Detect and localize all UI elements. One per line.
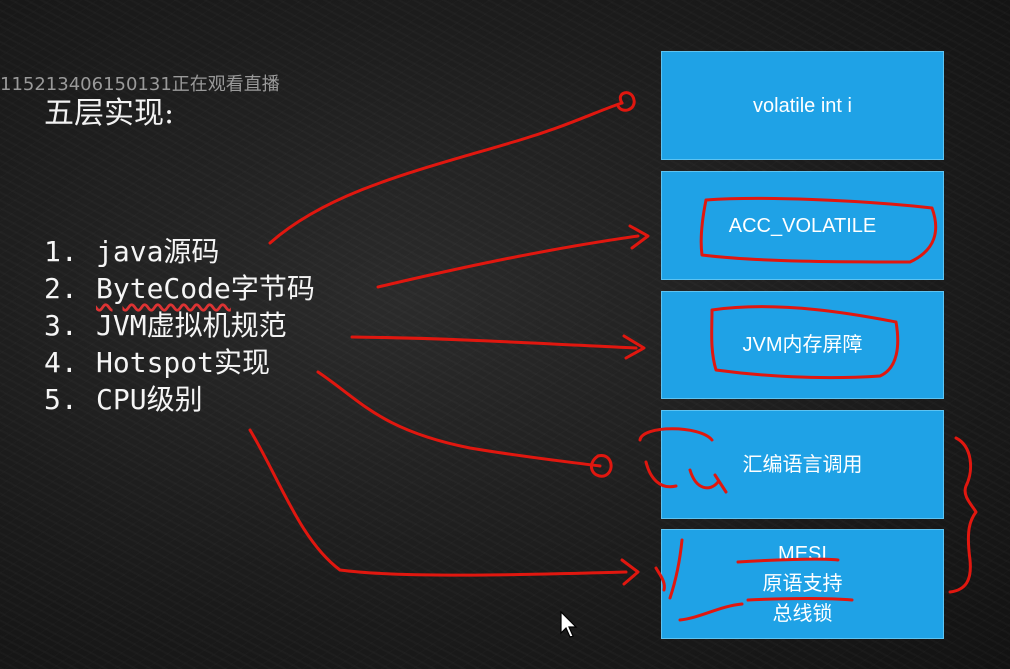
box-text-primitive: 原语支持: [762, 573, 843, 595]
layer-list: 1. java源码 2. ByteCode字节码 3. JVM虚拟机规范 4. Hots…: [44, 233, 315, 418]
slide-title: 五层实现:: [44, 96, 175, 131]
layer-label: 字节码: [230, 272, 315, 305]
layer-number: 5.: [44, 383, 78, 416]
layer-label-spellcheck: ByteCode: [96, 272, 231, 305]
layer-number: 3.: [44, 309, 78, 342]
layer-item-bytecode: 2. ByteCode字节码: [44, 270, 315, 307]
layer-number: 4.: [44, 346, 78, 379]
layer-label: Hotspot实现: [96, 346, 271, 379]
layer-number: 1.: [44, 235, 78, 268]
box-assembly-call: 汇编语言调用: [661, 410, 944, 519]
layer-item-cpu: 5. CPU级别: [44, 381, 315, 418]
live-viewer-watermark: 115213406150131正在观看直播: [0, 74, 280, 95]
box-volatile-int: volatile int i: [661, 51, 944, 160]
box-text-bus-lock: 总线锁: [772, 603, 833, 625]
box-text: JVM内存屏障: [742, 334, 863, 356]
box-text-mesi: MESI: [778, 543, 827, 565]
layer-label: java源码: [96, 235, 220, 268]
layer-item-jvm-spec: 3. JVM虚拟机规范: [44, 307, 315, 344]
box-text: volatile int i: [753, 94, 852, 117]
box-text: ACC_VOLATILE: [728, 214, 877, 237]
layer-number: 2.: [44, 272, 78, 305]
layer-label: CPU级别: [96, 383, 203, 416]
box-acc-volatile: ACC_VOLATILE: [661, 171, 944, 280]
mouse-cursor-icon: [560, 611, 578, 638]
layer-item-java: 1. java源码: [44, 233, 315, 270]
box-mesi-bus-lock: MESI 原语支持 总线锁: [661, 529, 944, 639]
layer-label: JVM虚拟机规范: [96, 309, 287, 342]
box-jvm-memory-barrier: JVM内存屏障: [661, 291, 944, 399]
layer-item-hotspot: 4. Hotspot实现: [44, 344, 315, 381]
box-text: 汇编语言调用: [742, 453, 863, 476]
